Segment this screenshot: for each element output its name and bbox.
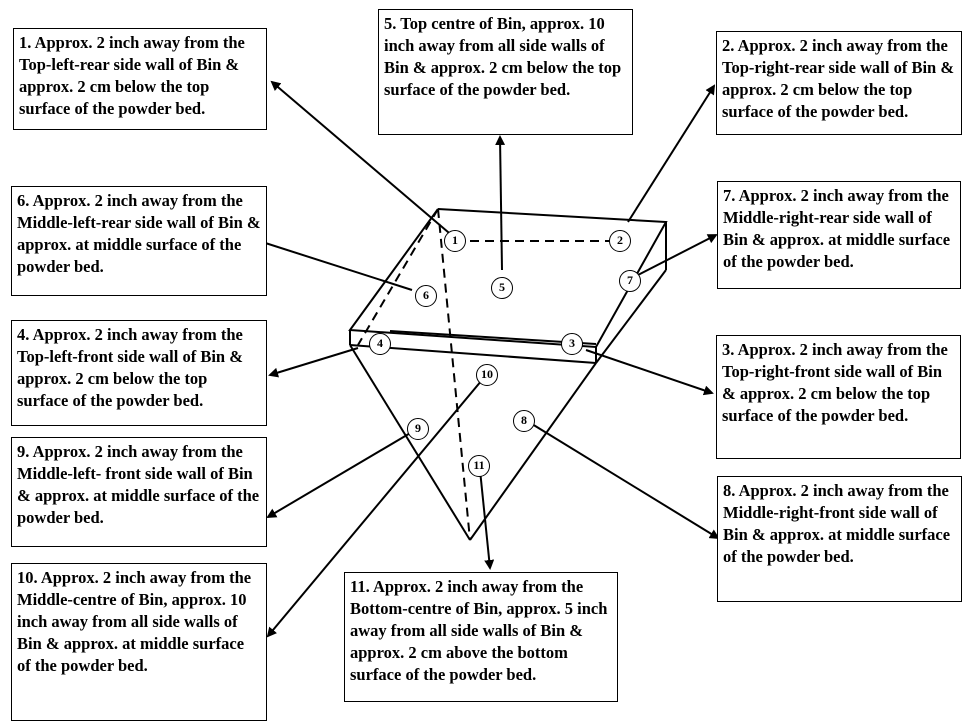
callout-11-number: 11. xyxy=(350,577,370,596)
callout-4: 4. Approx. 2 inch away from the Top-left… xyxy=(11,320,267,426)
callout-8-number: 8. xyxy=(723,481,736,500)
marker-4: 4 xyxy=(369,333,391,355)
callout-2: 2. Approx. 2 inch away from the Top-righ… xyxy=(716,31,962,135)
marker-9: 9 xyxy=(407,418,429,440)
callout-6-text: Approx. 2 inch away from the Middle-left… xyxy=(17,191,261,277)
callout-9-text: Approx. 2 inch away from the Middle-left… xyxy=(17,442,260,528)
callout-10: 10. Approx. 2 inch away from the Middle-… xyxy=(11,563,267,721)
leader-arrows xyxy=(254,80,720,638)
callout-5: 5. Top centre of Bin, approx. 10 inch aw… xyxy=(378,9,633,135)
marker-5: 5 xyxy=(491,277,513,299)
callout-7-number: 7. xyxy=(723,186,736,205)
callout-10-text: Approx. 2 inch away from the Middle-cent… xyxy=(17,568,252,676)
marker-3: 3 xyxy=(561,333,583,355)
callout-6: 6. Approx. 2 inch away from the Middle-l… xyxy=(11,186,267,296)
marker-1: 1 xyxy=(444,230,466,252)
callout-9-number: 9. xyxy=(17,442,30,461)
callout-7: 7. Approx. 2 inch away from the Middle-r… xyxy=(717,181,961,289)
hidden-edges xyxy=(357,208,632,541)
marker-11: 11 xyxy=(468,455,490,477)
callout-10-number: 10. xyxy=(17,568,38,587)
callout-11: 11. Approx. 2 inch away from the Bottom-… xyxy=(344,572,618,702)
callout-3-number: 3. xyxy=(722,340,735,359)
callout-4-number: 4. xyxy=(17,325,30,344)
callout-3-text: Approx. 2 inch away from the Top-right-f… xyxy=(722,340,948,426)
callout-4-text: Approx. 2 inch away from the Top-left-fr… xyxy=(17,325,243,411)
callout-3: 3. Approx. 2 inch away from the Top-righ… xyxy=(716,335,961,459)
callout-1-number: 1. xyxy=(19,33,32,52)
callout-8: 8. Approx. 2 inch away from the Middle-r… xyxy=(717,476,962,602)
bin-outline xyxy=(348,208,668,541)
callout-2-text: Approx. 2 inch away from the Top-right-r… xyxy=(722,36,955,122)
callout-1: 1. Approx. 2 inch away from the Top-left… xyxy=(13,28,267,130)
callout-5-number: 5. xyxy=(384,14,397,33)
callout-9: 9. Approx. 2 inch away from the Middle-l… xyxy=(11,437,267,547)
callout-5-text: Top centre of Bin, approx. 10 inch away … xyxy=(384,14,622,100)
marker-8: 8 xyxy=(513,410,535,432)
callout-7-text: Approx. 2 inch away from the Middle-righ… xyxy=(723,186,951,272)
marker-6: 6 xyxy=(415,285,437,307)
marker-10: 10 xyxy=(476,364,498,386)
callout-2-number: 2. xyxy=(722,36,735,55)
callout-11-text: Approx. 2 inch away from the Bottom-cent… xyxy=(350,577,608,685)
callout-6-number: 6. xyxy=(17,191,30,210)
callout-1-text: Approx. 2 inch away from the Top-left-re… xyxy=(19,33,245,119)
marker-7: 7 xyxy=(619,270,641,292)
callout-8-text: Approx. 2 inch away from the Middle-righ… xyxy=(723,481,951,567)
marker-2: 2 xyxy=(609,230,631,252)
